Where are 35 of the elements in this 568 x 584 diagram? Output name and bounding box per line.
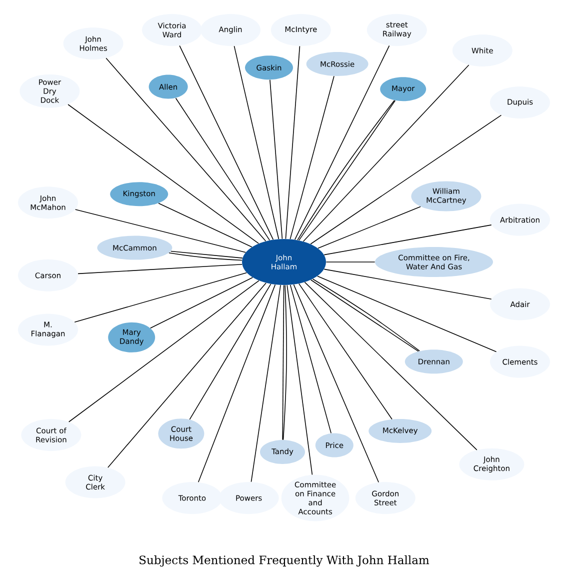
- connector-line: [234, 46, 280, 240]
- connector-line: [290, 284, 332, 434]
- connector-line: [290, 76, 334, 240]
- connector-line: [108, 282, 266, 468]
- connector-line: [294, 45, 390, 240]
- connector-line: [168, 252, 242, 261]
- connector-line: [318, 206, 421, 249]
- connector-line: [74, 209, 246, 253]
- connector-line: [293, 284, 380, 483]
- connector-line: [310, 114, 502, 244]
- connector-line: [282, 284, 287, 440]
- connector-line: [189, 284, 272, 420]
- connector-line: [250, 284, 281, 482]
- connector-line: [317, 276, 497, 352]
- connector-line: [270, 79, 283, 240]
- connector-line: [286, 284, 313, 476]
- connector-line: [198, 284, 276, 483]
- connector-line: [170, 250, 243, 258]
- connector-line: [324, 224, 492, 256]
- connector-line: [285, 46, 300, 240]
- connector-line: [304, 282, 478, 450]
- connector-line: [282, 284, 284, 440]
- connector-line: [78, 264, 242, 274]
- title: Subjects Mentioned Frequently With John Hallam: [140, 555, 430, 567]
- connector-line: [158, 202, 252, 248]
- connector-line: [302, 64, 470, 242]
- connector-line: [106, 58, 266, 242]
- connector-line: [179, 45, 274, 240]
- connector-line: [175, 98, 270, 241]
- connector-line: [150, 277, 254, 329]
- connector-line: [68, 280, 260, 422]
- connector-line: [74, 272, 247, 323]
- connector-line: [324, 268, 492, 300]
- connector-line: [298, 283, 392, 420]
- connector-line: [68, 104, 259, 244]
